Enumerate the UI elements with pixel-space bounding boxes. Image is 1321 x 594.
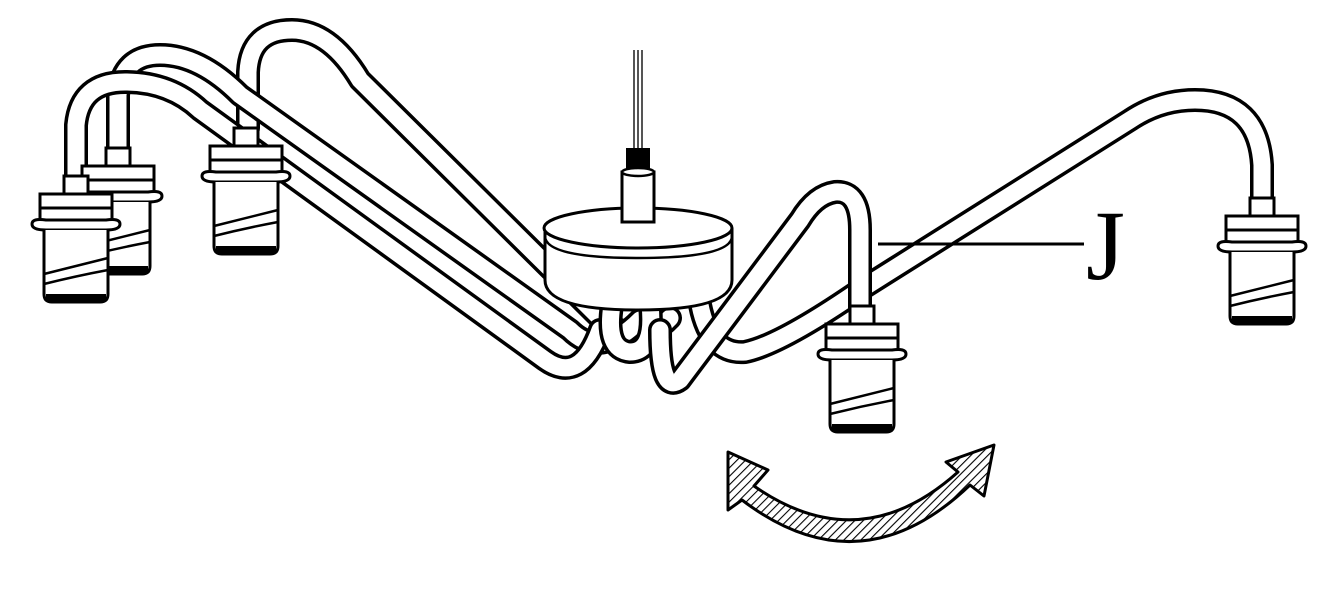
arm-front-left	[64, 70, 612, 380]
socket-back-left	[200, 126, 292, 256]
suspension-cable	[620, 50, 656, 224]
central-hub	[542, 206, 734, 312]
arm-right	[848, 88, 1274, 302]
socket-right	[1216, 196, 1308, 326]
callout-label-j: J	[1086, 190, 1125, 301]
rotation-arrow	[726, 443, 996, 544]
socket-front	[816, 304, 908, 434]
socket-front-left	[30, 174, 122, 304]
arm-front-j	[648, 180, 872, 395]
